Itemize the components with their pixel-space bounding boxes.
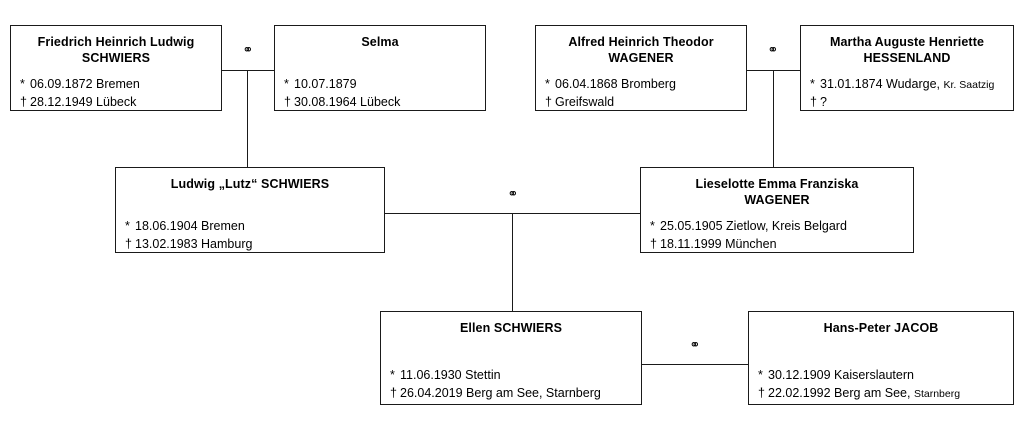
birth-text: 31.01.1874 Wudarge, [820,77,941,91]
death-icon: † [545,94,552,109]
birth-icon: * [284,77,289,91]
descent-line-ludwig-lieselotte [512,213,513,311]
surname: SCHWIERS [81,50,151,65]
birth-icon: * [545,77,550,91]
marriage-symbol-friedrich-selma: ⚭ [242,43,254,58]
given-name: Ellen SCHWIERS [459,321,563,335]
marriage-symbol-ludwig-lieselotte: ⚭ [507,187,519,202]
person-name-friedrich: Friedrich Heinrich Ludwig SCHWIERS [11,26,221,66]
birth-icon: * [20,77,25,91]
birth-line: * 31.01.1874 Wudarge, Kr. Saatzig [810,76,1013,94]
person-box-martha-hessenland[interactable]: Martha Auguste Henriette HESSENLAND * 31.… [800,25,1014,111]
person-box-alfred-wagener[interactable]: Alfred Heinrich Theodor WAGENER * 06.04.1… [535,25,747,111]
person-box-selma[interactable]: Selma * 10.07.1879 †30.08.1964 Lübeck [274,25,486,111]
birth-line: * 30.12.1909 Kaiserslautern [758,367,1013,385]
person-name-alfred: Alfred Heinrich Theodor WAGENER [536,26,746,66]
birth-line: * 10.07.1879 [284,76,485,94]
person-name-selma: Selma [275,26,485,51]
surname: WAGENER [744,192,810,207]
person-box-ludwig-schwiers[interactable]: Ludwig „Lutz“ SCHWIERS * 18.06.1904 Breme… [115,167,385,253]
death-line: †26.04.2019 Berg am See, Starnberg [390,385,641,403]
birth-icon: * [650,219,655,233]
person-name-martha: Martha Auguste Henriette HESSENLAND [801,26,1013,66]
birth-line: * 11.06.1930 Stettin [390,367,641,385]
death-line: †Greifswald [545,94,746,112]
death-line: †? [810,94,1013,112]
birth-text: 30.12.1909 Kaiserslautern [768,368,914,382]
birth-text: 11.06.1930 Stettin [400,368,501,382]
death-text: 13.02.1983 Hamburg [135,236,253,251]
death-text: ? [820,94,827,109]
birth-icon: * [758,368,763,382]
birth-text: 18.06.1904 Bremen [135,219,245,233]
marriage-symbol-ellen-hanspeter: ⚭ [689,338,701,353]
spouse-connector-friedrich-selma [222,70,274,71]
death-text: 22.02.1992 Berg am See, [768,385,911,400]
birth-text: 06.04.1868 Bromberg [555,77,676,91]
birth-line: * 06.09.1872 Bremen [20,76,221,94]
person-dates-alfred: * 06.04.1868 Bromberg †Greifswald [536,76,746,112]
given-name: Martha Auguste Henriette [829,35,985,49]
person-box-friedrich-schwiers[interactable]: Friedrich Heinrich Ludwig SCHWIERS * 06.0… [10,25,222,111]
person-name-hanspeter: Hans-Peter JACOB [749,312,1013,337]
death-text: 18.11.1999 München [660,236,777,251]
birth-text: 06.09.1872 Bremen [30,77,140,91]
death-line: †30.08.1964 Lübeck [284,94,485,112]
death-icon: † [125,236,132,251]
person-box-ellen-schwiers[interactable]: Ellen SCHWIERS * 11.06.1930 Stettin †26.0… [380,311,642,405]
birth-text: 10.07.1879 [294,77,357,91]
spouse-connector-ellen-hanspeter [642,364,748,365]
person-dates-ellen: * 11.06.1930 Stettin †26.04.2019 Berg am … [381,367,641,403]
death-region: Starnberg [913,387,961,400]
person-name-ludwig: Ludwig „Lutz“ SCHWIERS [116,168,384,193]
person-dates-ludwig: * 18.06.1904 Bremen †13.02.1983 Hamburg [116,218,384,254]
surname: HESSENLAND [863,50,951,65]
person-dates-lieselotte: * 25.05.1905 Zietlow, Kreis Belgard †18.1… [641,218,913,254]
death-line: †13.02.1983 Hamburg [125,236,384,254]
descent-line-friedrich-selma [247,70,248,167]
death-icon: † [390,385,397,400]
birth-line: * 06.04.1868 Bromberg [545,76,746,94]
given-name: Lieselotte Emma Franziska [695,177,859,191]
person-box-hans-peter-jacob[interactable]: Hans-Peter JACOB * 30.12.1909 Kaiserslaut… [748,311,1014,405]
surname: WAGENER [608,50,674,65]
descent-line-alfred-martha [773,70,774,167]
death-text: 30.08.1964 Lübeck [294,94,401,109]
person-box-lieselotte-wagener[interactable]: Lieselotte Emma Franziska WAGENER * 25.05… [640,167,914,253]
person-name-ellen: Ellen SCHWIERS [381,312,641,337]
person-dates-selma: * 10.07.1879 †30.08.1964 Lübeck [275,76,485,112]
death-icon: † [20,94,27,109]
marriage-symbol-alfred-martha: ⚭ [767,43,779,58]
person-dates-hanspeter: * 30.12.1909 Kaiserslautern †22.02.1992 B… [749,367,1013,403]
birth-text: 25.05.1905 Zietlow, Kreis Belgard [660,219,847,233]
birth-line: * 18.06.1904 Bremen [125,218,384,236]
death-icon: † [758,385,765,400]
birth-icon: * [810,77,815,91]
given-name: Ludwig „Lutz“ SCHWIERS [170,177,330,191]
death-icon: † [284,94,291,109]
birth-icon: * [125,219,130,233]
death-icon: † [650,236,657,251]
death-text: 28.12.1949 Lübeck [30,94,137,109]
person-dates-martha: * 31.01.1874 Wudarge, Kr. Saatzig †? [801,76,1013,112]
death-icon: † [810,94,817,109]
person-dates-friedrich: * 06.09.1872 Bremen †28.12.1949 Lübeck [11,76,221,112]
death-text: Greifswald [555,94,615,109]
death-text: 26.04.2019 Berg am See, Starnberg [400,385,601,400]
given-name: Alfred Heinrich Theodor [568,35,714,49]
birth-region: Kr. Saatzig [943,79,995,91]
birth-line: * 25.05.1905 Zietlow, Kreis Belgard [650,218,913,236]
death-line: †18.11.1999 München [650,236,913,254]
given-name: Selma [361,35,399,49]
given-name: Hans-Peter JACOB [823,321,939,335]
given-name: Friedrich Heinrich Ludwig [37,35,195,49]
death-line: †22.02.1992 Berg am See, Starnberg [758,385,1013,403]
death-line: †28.12.1949 Lübeck [20,94,221,112]
person-name-lieselotte: Lieselotte Emma Franziska WAGENER [641,168,913,208]
birth-icon: * [390,368,395,382]
